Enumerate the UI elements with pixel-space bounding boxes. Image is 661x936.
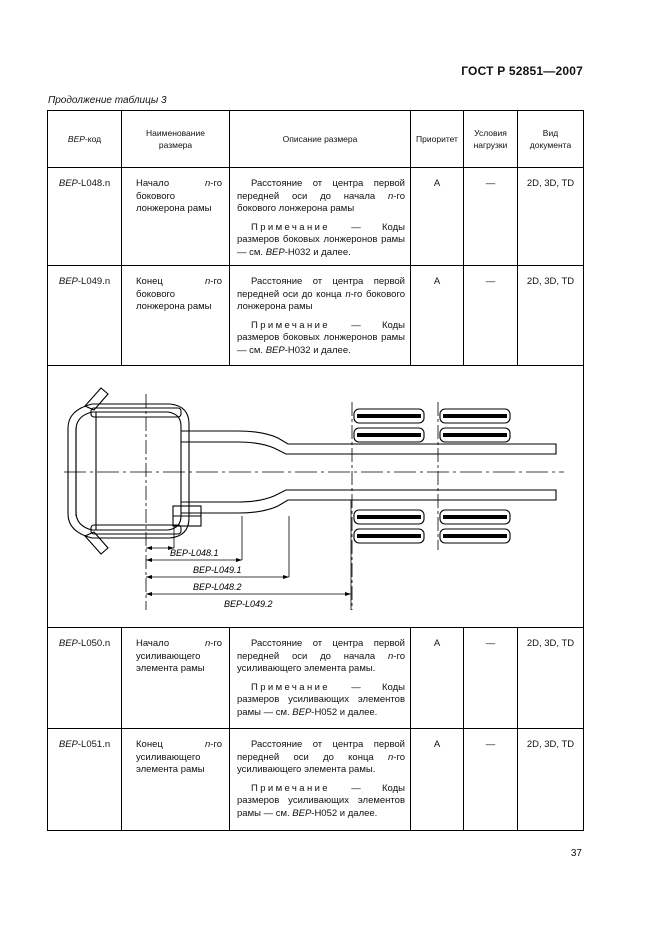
- page-number: 37: [570, 848, 582, 859]
- cell-priority: A: [410, 627, 464, 729]
- table-row: BEP-L048.n Начало n-го бокового лонжерон…: [47, 167, 584, 266]
- table-row: BEP-L049.n Конец n-го бокового лонжерона…: [47, 265, 584, 366]
- figure-cell: BEP-L048.1 BEP-L049.1 BEP-L048.2 BEP-L04…: [47, 365, 584, 628]
- right-mirror: [84, 531, 109, 555]
- parameters-table: BEP-код Наименование размера Описание ра…: [47, 110, 584, 831]
- cell-description: Расстояние от центра первой передней оси…: [229, 167, 411, 266]
- table-row: BEP-L051.n Конец n-го усиливающего элеме…: [47, 728, 584, 831]
- cell-load: —: [463, 627, 518, 729]
- cell-name: Начало n-го бокового лонжерона рамы: [121, 167, 230, 266]
- cell-code: BEP-L051.n: [47, 728, 122, 831]
- dim-label-L049-2: BEP-L049.2: [224, 599, 273, 609]
- cell-code: BEP-L050.n: [47, 627, 122, 729]
- front-bottom-bar: [90, 524, 182, 535]
- table-continuation-label: Продолжение таблицы 3: [48, 95, 167, 106]
- front-top-bar: [90, 407, 182, 418]
- cell-doc: 2D, 3D, TD: [517, 167, 584, 266]
- table-row: BEP-L050.n Начало n-го усиливающего элем…: [47, 627, 584, 729]
- cell-load: —: [463, 167, 518, 266]
- cell-doc: 2D, 3D, TD: [517, 728, 584, 831]
- col-header-priority: Приоритет: [410, 110, 464, 168]
- cell-doc: 2D, 3D, TD: [517, 265, 584, 366]
- figure-row: BEP-L048.1 BEP-L049.1 BEP-L048.2 BEP-L04…: [47, 365, 584, 628]
- cell-load: —: [463, 728, 518, 831]
- cell-doc: 2D, 3D, TD: [517, 627, 584, 729]
- table-header-row: BEP-код Наименование размера Описание ра…: [47, 110, 584, 168]
- standard-number: ГОСТ Р 52851—2007: [461, 64, 583, 78]
- cell-priority: A: [410, 265, 464, 366]
- upper-rail: [181, 430, 557, 455]
- lower-rail: [181, 489, 557, 514]
- cell-description: Расстояние от центра первой передней оси…: [229, 627, 411, 729]
- cell-priority: A: [410, 728, 464, 831]
- col-header-name: Наименование размера: [121, 110, 230, 168]
- col-header-doc: Вид документа: [517, 110, 584, 168]
- dim-label-L048-1: BEP-L048.1: [170, 548, 219, 558]
- cell-code: BEP-L048.n: [47, 167, 122, 266]
- dim-label-L048-2: BEP-L048.2: [193, 582, 242, 592]
- frame-diagram: BEP-L048.1 BEP-L049.1 BEP-L048.2 BEP-L04…: [64, 387, 564, 610]
- cell-code: BEP-L049.n: [47, 265, 122, 366]
- cell-priority: A: [410, 167, 464, 266]
- cell-load: —: [463, 265, 518, 366]
- cell-name: Конец n-го бокового лонжерона рамы: [121, 265, 230, 366]
- col-header-load: Условия нагрузки: [463, 110, 518, 168]
- cell-description: Расстояние от центра первой передней оси…: [229, 728, 411, 831]
- col-header-description: Описание размера: [229, 110, 411, 168]
- cab-outline: [67, 403, 190, 539]
- cell-description: Расстояние от центра первой передней оси…: [229, 265, 411, 366]
- cab-inner: [75, 411, 182, 531]
- col-header-code: BEP-код: [47, 110, 122, 168]
- cell-name: Конец n-го усиливающего элемента рамы: [121, 728, 230, 831]
- dim-label-L049-1: BEP-L049.1: [193, 565, 242, 575]
- left-mirror: [84, 387, 109, 411]
- cell-name: Начало n-го усиливающего элемента рамы: [121, 627, 230, 729]
